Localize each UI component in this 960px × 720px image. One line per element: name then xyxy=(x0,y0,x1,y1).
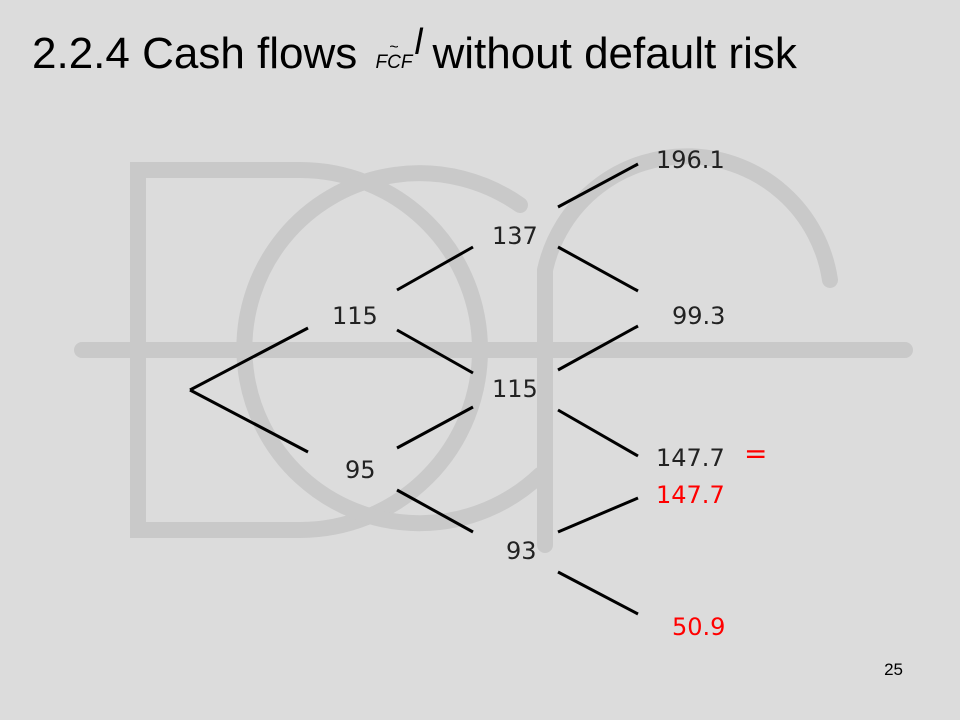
branch-115-down xyxy=(396,328,474,375)
node-t3-dd: 50.9 xyxy=(672,613,725,641)
branch-115m-up xyxy=(557,324,639,372)
fcf-symbol: ~FCF xyxy=(375,40,413,73)
branch-137-up xyxy=(557,162,639,209)
node-t3-uu: 196.1 xyxy=(656,146,725,174)
branch-115-up xyxy=(396,245,474,292)
watermark-letter-f xyxy=(537,148,838,553)
node-t1-down: 95 xyxy=(345,456,376,484)
title-prefix: 2.2.4 Cash flows xyxy=(32,29,358,78)
node-t2-down: 93 xyxy=(506,537,537,565)
branch-93-up xyxy=(557,496,639,534)
page-number: 25 xyxy=(884,660,903,679)
tree-highlight-nodes: = 147.7 50.9 xyxy=(656,437,767,641)
branch-93-down xyxy=(557,570,639,616)
equals-sign: = xyxy=(744,437,767,470)
branch-115m-down xyxy=(557,408,639,458)
branch-root-down xyxy=(189,388,309,454)
node-t2-middle: 115 xyxy=(492,375,538,403)
fcf-letters: FCF xyxy=(375,52,413,73)
fcf-tilde: ~ xyxy=(389,39,399,56)
title-suffix: without default risk xyxy=(432,29,797,78)
node-t1-up: 115 xyxy=(332,302,378,330)
node-t3-ud: 99.3 xyxy=(672,302,725,330)
branch-95-up xyxy=(396,405,474,450)
tree-nodes: 115 95 137 115 93 196.1 99.3 147.7 xyxy=(332,146,725,565)
branch-95-down xyxy=(396,488,474,534)
node-t3-mu: 147.7 xyxy=(656,444,725,472)
node-t2-up: 137 xyxy=(492,222,538,250)
branch-root-up xyxy=(189,326,309,392)
tree-branches xyxy=(189,162,639,616)
title-superscript: l xyxy=(414,21,423,62)
node-t3-md: 147.7 xyxy=(656,481,725,509)
branch-137-down xyxy=(557,245,639,293)
